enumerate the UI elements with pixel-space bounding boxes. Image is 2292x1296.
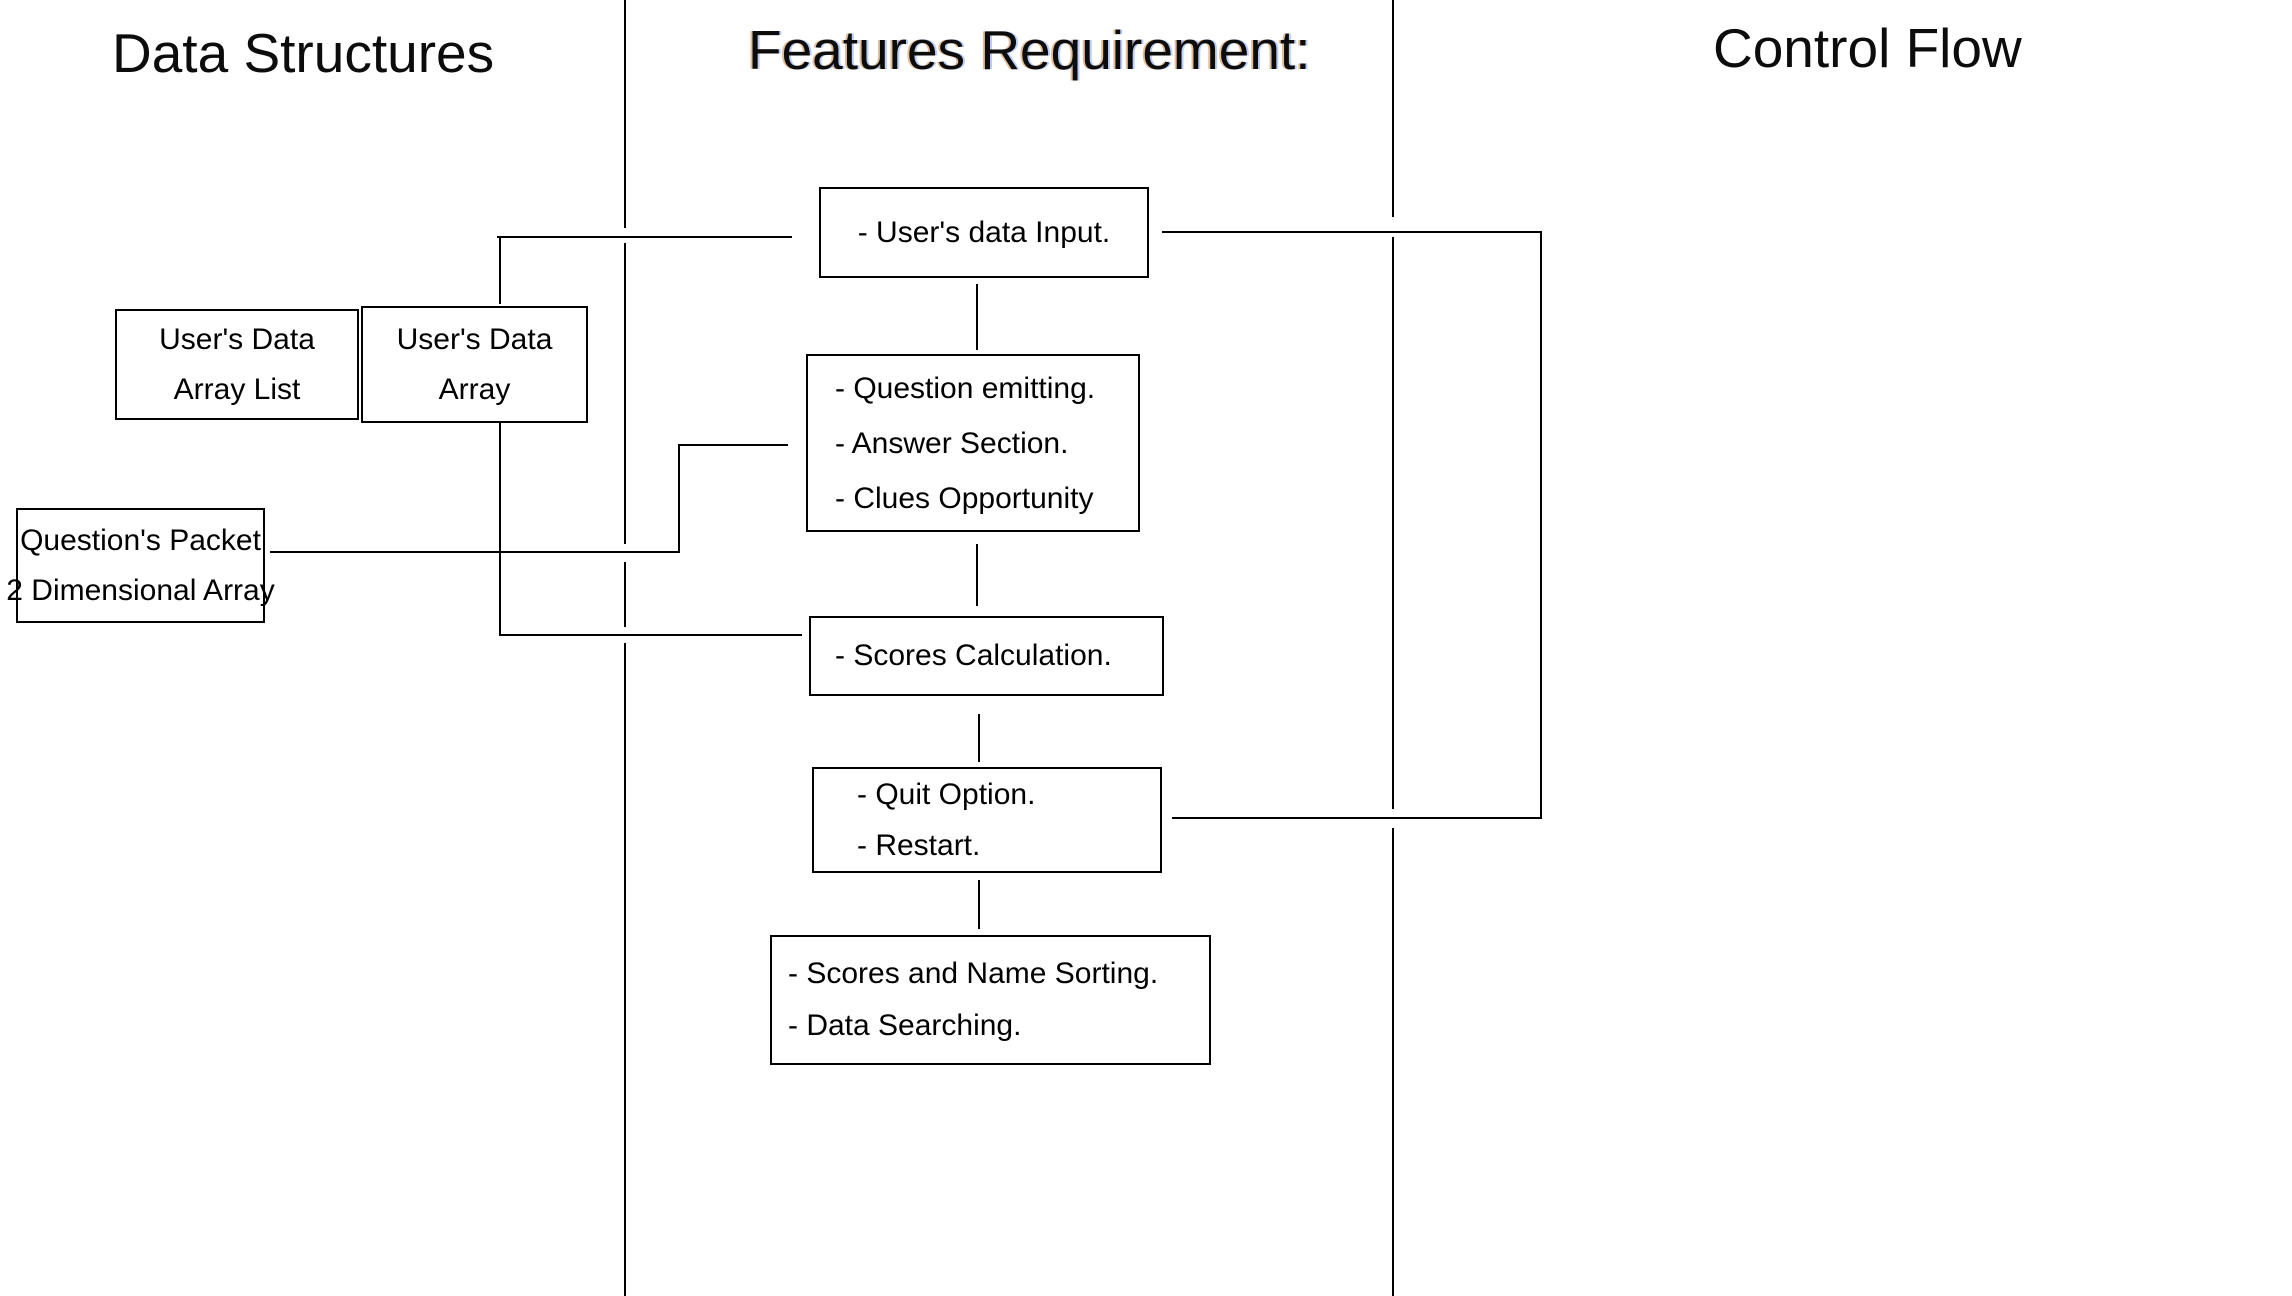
connector-input-to-question: [976, 284, 978, 350]
connector-scores-to-quit: [978, 714, 980, 762]
box-label: 2 Dimensional Array: [6, 573, 275, 607]
box-quit-option: - Quit Option. - Restart.: [812, 767, 1162, 873]
connector-array-top-vertical: [499, 238, 501, 304]
box-users-data-array-list: User's Data Array List: [115, 309, 359, 420]
box-label: User's Data: [159, 322, 315, 356]
connector-quit-right-horizontal: [1172, 817, 1542, 819]
connector-quit-to-sorting: [978, 880, 980, 929]
title-control-flow: Control Flow: [1713, 17, 2022, 79]
box-label: - Question emitting.: [835, 371, 1096, 405]
connector-packet-vertical: [678, 445, 680, 553]
connector-question-to-scores: [976, 544, 978, 606]
title-features-requirement: Features Requirement:: [748, 19, 1311, 81]
connector-input-left-horizontal: [497, 236, 792, 238]
box-label: - Answer Section.: [835, 426, 1069, 460]
connector-packet-lower-horizontal: [270, 551, 680, 553]
box-label: - Data Searching.: [788, 1009, 1022, 1042]
box-label: User's Data: [396, 322, 553, 356]
box-users-data-input: - User's data Input.: [819, 187, 1149, 278]
box-label: - Scores and Name Sorting.: [788, 957, 1159, 990]
connector-packet-upper-horizontal: [678, 444, 788, 446]
divider-segment: [1392, 828, 1394, 1296]
divider-segment: [624, 0, 626, 228]
box-label: - Restart.: [857, 829, 981, 862]
box-label: Array List: [173, 372, 301, 406]
connector-input-right-horizontal: [1162, 231, 1542, 233]
box-label: - Quit Option.: [857, 778, 1036, 811]
divider-segment: [624, 643, 626, 1296]
divider-segment: [624, 562, 626, 627]
box-label: - Scores Calculation.: [835, 639, 1112, 672]
box-questions-packet: Question's Packet 2 Dimensional Array: [6, 508, 275, 623]
box-label: Question's Packet: [20, 523, 261, 557]
box-label: Array: [438, 372, 511, 406]
divider-segment: [624, 243, 626, 544]
box-label: - User's data Input.: [857, 215, 1111, 249]
title-data-structures: Data Structures: [112, 22, 495, 84]
box-label: - Clues Opportunity: [835, 481, 1094, 515]
box-users-data-array: User's Data Array: [361, 306, 588, 423]
box-scores-calculation: - Scores Calculation.: [809, 616, 1164, 696]
divider-segment: [1392, 0, 1394, 217]
connector-array-bottom-vertical: [499, 423, 501, 635]
divider-segment: [1392, 237, 1394, 809]
connector-scores-left-horizontal: [499, 634, 802, 636]
connector-control-vertical: [1540, 231, 1542, 819]
box-question-emitting: - Question emitting. - Answer Section. -…: [806, 354, 1140, 532]
box-scores-name-sorting: - Scores and Name Sorting. - Data Search…: [770, 935, 1211, 1065]
